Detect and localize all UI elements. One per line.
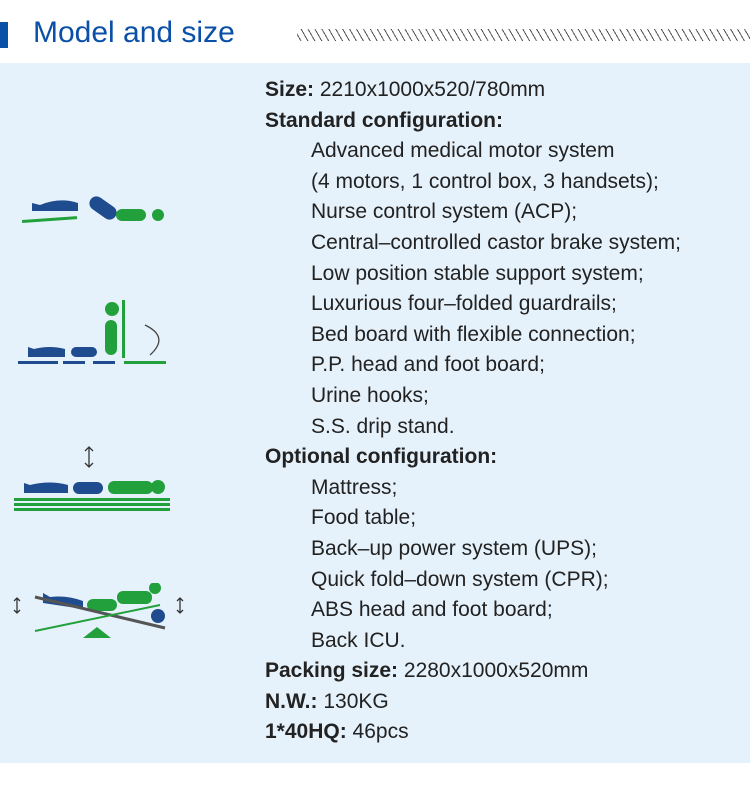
nw-value: 130KG (317, 689, 389, 713)
list-item: Back–up power system (UPS); (311, 536, 597, 560)
size-value: 2210x1000x520/780mm (314, 78, 546, 101)
hq-value: 46pcs (346, 720, 409, 744)
optional-label: Optional configuration: (265, 445, 498, 469)
size-label: Size: (265, 78, 315, 101)
section-header: Model and size (0, 0, 750, 63)
list-item: Bed board with flexible connection; (311, 322, 636, 346)
hq-line: 1*40HQ: 46pcs (265, 717, 681, 748)
list-item: ABS head and foot board; (311, 598, 553, 622)
nw-label: N.W.: (265, 689, 318, 713)
list-item: S.S. drip stand. (311, 414, 455, 438)
list-item: Central–controlled castor brake system; (311, 230, 681, 254)
list-item: Food table; (311, 506, 417, 530)
list-item: (4 motors, 1 control box, 3 handsets); (311, 169, 659, 193)
list-item: Luxurious four–folded guardrails; (311, 292, 617, 316)
title-accent-bar (0, 22, 8, 48)
standard-label: Standard configuration: (265, 108, 503, 132)
list-item: Low position stable support system; (311, 261, 644, 285)
size-line: Size: 2210x1000x520/780mm (265, 75, 681, 106)
packing-value: 2280x1000x520mm (398, 659, 589, 683)
bed-height-adjust-icon (14, 446, 170, 511)
list-item: P.P. head and foot board; (311, 353, 545, 377)
hatch-divider (297, 29, 750, 41)
list-item: Back ICU. (311, 628, 406, 652)
section-title: Model and size (33, 16, 235, 49)
list-item: Quick fold–down system (CPR); (311, 567, 609, 591)
packing-line: Packing size: 2280x1000x520mm (265, 656, 681, 687)
packing-label: Packing size: (265, 659, 399, 683)
spec-panel: Size: 2210x1000x520/780mm Standard confi… (0, 63, 750, 763)
list-item: Nurse control system (ACP); (311, 200, 578, 224)
list-item: Mattress; (311, 475, 398, 499)
list-item: Urine hooks; (311, 383, 429, 407)
standard-heading: Standard configuration: (265, 106, 681, 137)
bed-trendelenburg-icon (13, 583, 184, 638)
optional-heading: Optional configuration: (265, 442, 681, 473)
hq-label: 1*40HQ: (265, 720, 347, 744)
list-item: Advanced medical motor system (311, 139, 615, 163)
nw-line: N.W.: 130KG (265, 687, 681, 718)
spec-list: Size: 2210x1000x520/780mm Standard confi… (265, 75, 681, 748)
bed-chair-position-icon (18, 300, 166, 364)
bed-fowler-position-icon (21, 196, 164, 223)
